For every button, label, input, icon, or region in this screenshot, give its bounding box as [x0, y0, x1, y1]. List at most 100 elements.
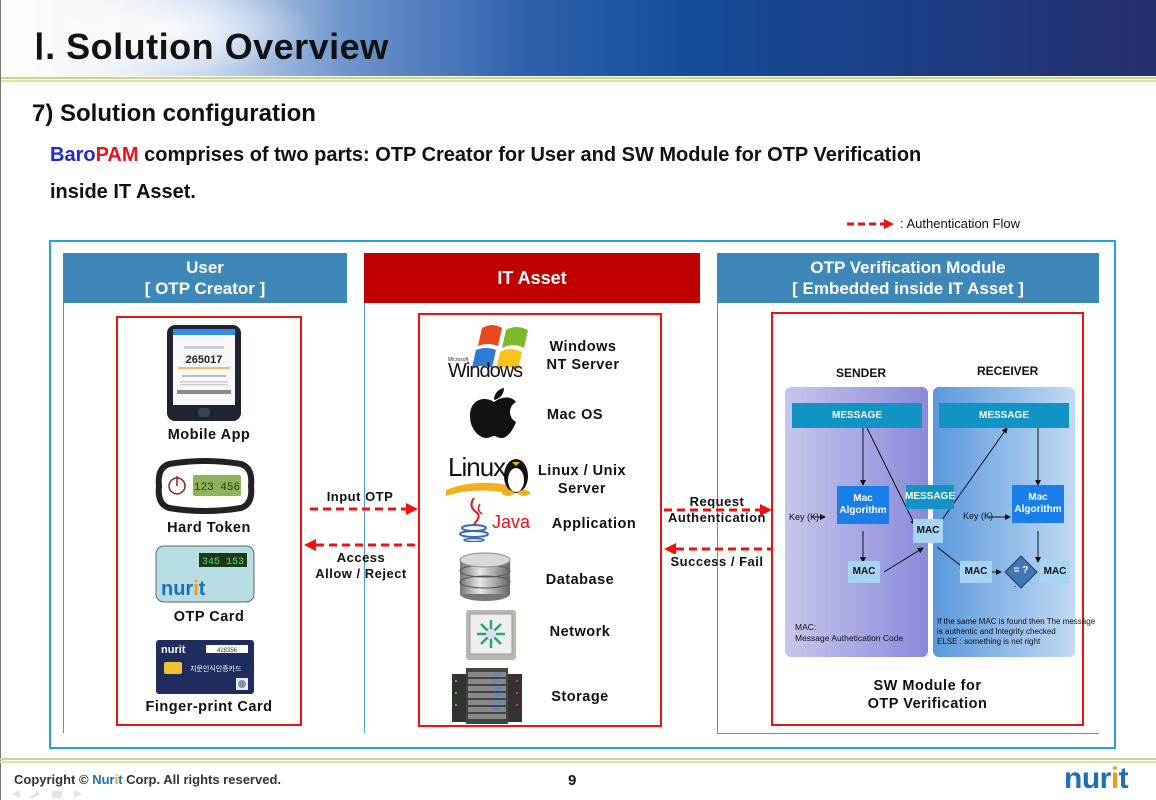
next-slide-icon: [74, 790, 82, 798]
server-rack-icon: [452, 668, 522, 724]
copyright-prefix: Copyright ©: [14, 772, 93, 787]
fingerprint-card-text: 지문인식인증카드: [190, 664, 242, 673]
otp-card-label: OTP Card: [173, 609, 245, 625]
result-line3: ELSE : something is net right: [937, 637, 1041, 646]
otp-card-icon: 345 153 nurit: [155, 545, 255, 603]
sw-module-caption-line1: SW Module for: [873, 678, 982, 694]
receiver-label: RECEIVER: [977, 364, 1039, 378]
previous-slide-icon: [12, 790, 20, 798]
application-label: Application: [551, 516, 637, 532]
storage-label: Storage: [551, 689, 609, 705]
windows-nt-server-label: Windows NT Server: [540, 338, 626, 374]
result-line1: If the same MAC is found then The messag…: [937, 617, 1096, 626]
description-text: comprises of two parts: OTP Creator for …: [138, 144, 922, 166]
receiver-mac-algorithm-line2: Algorithm: [1014, 504, 1062, 515]
it-asset-box: [418, 313, 662, 727]
diagram-frame: [49, 240, 1116, 749]
access-arrowhead: [304, 539, 316, 551]
sender-label: SENDER: [836, 366, 887, 380]
access-label-line2: Allow / Reject: [315, 566, 407, 581]
hard-token-label: Hard Token: [167, 520, 251, 536]
mobile-otp-display: 265017: [186, 354, 223, 366]
nurit-logo: nurit: [1064, 762, 1129, 796]
linux-text: Linux: [448, 452, 506, 482]
copyright-suffix: Corp. All rights reserved.: [122, 772, 281, 787]
user-column-border: [63, 303, 64, 733]
otp-module-bottom-border: [717, 733, 1099, 734]
sender-mac-box: MAC: [848, 561, 880, 583]
mobile-app-label: Mobile App: [167, 427, 251, 443]
receiver-mac-algorithm-box: Mac Algorithm: [1012, 485, 1064, 523]
it-asset-column-border: [364, 303, 365, 733]
windows-text: Windows: [448, 360, 523, 380]
copyright-brand-nur: Nur: [92, 772, 115, 787]
svg-text:nurit: nurit: [161, 578, 206, 600]
request-authentication-label: Request Authentication: [662, 494, 772, 526]
mac-note-line2: Message Authetication Code: [795, 633, 904, 643]
otp-card-display: 345 153: [202, 557, 244, 568]
otp-module-column-header: OTP Verification Module [ Embedded insid…: [717, 253, 1099, 303]
linux-logo-icon: Linux: [446, 452, 530, 496]
sw-module-caption-line2: OTP Verification: [867, 696, 988, 712]
brand-baro: Baro: [50, 144, 96, 166]
it-module-flow-arrows: [664, 504, 772, 554]
sw-module-caption: SW Module for OTP Verification: [771, 677, 1084, 713]
legend-label: : Authentication Flow: [900, 216, 1020, 231]
logo-i: i: [1110, 762, 1119, 795]
otp-module-header-line2: [ Embedded inside IT Asset ]: [792, 279, 1024, 298]
logo-t: t: [1118, 762, 1129, 795]
user-column-header: User [ OTP Creator ]: [63, 253, 347, 303]
windows-label-line2: NT Server: [546, 357, 620, 373]
receiver-computed-mac-box: MAC: [960, 561, 992, 583]
footer-divider-secondary: [0, 761, 1156, 763]
fingerprint-card-label: Finger-print Card: [145, 699, 273, 715]
user-header-line2: [ OTP Creator ]: [144, 279, 266, 298]
compare-diamond-icon: [1004, 555, 1038, 589]
footer-divider: [0, 758, 1156, 760]
user-header-line1: User: [186, 258, 224, 277]
network-switch-icon: [466, 610, 516, 660]
request-label-line1: Request: [689, 494, 745, 509]
success-fail-arrowhead: [664, 543, 676, 554]
success-fail-label: Success / Fail: [670, 554, 764, 569]
user-otp-creators-box: [116, 316, 302, 726]
mac-os-label: Mac OS: [546, 407, 604, 423]
mac-flow-arrows: [811, 427, 1041, 587]
compare-label: = ?: [1013, 565, 1029, 576]
copyright-text: Copyright © Nurit Corp. All rights reser…: [14, 772, 281, 787]
result-line2: is authentic and Integrity checked: [937, 627, 1056, 636]
description-line-2: inside IT Asset.: [50, 181, 196, 203]
apple-logo-icon: [470, 388, 516, 438]
access-allow-reject-label: Access Allow / Reject: [302, 550, 420, 582]
page-number: 9: [568, 772, 577, 789]
access-label-line1: Access: [336, 550, 386, 565]
input-otp-label: Input OTP: [326, 489, 394, 504]
pen-icon: [30, 791, 40, 799]
hard-token-display: 123 456: [194, 482, 240, 494]
fingerprint-card-number: 428356: [217, 648, 238, 654]
mac-note-line1: MAC:: [795, 622, 817, 632]
sender-mac-algorithm-line1: Mac: [853, 493, 873, 504]
header-divider: [0, 77, 1156, 79]
linux-label-line1: Linux / Unix: [537, 463, 627, 479]
it-asset-header: IT Asset: [497, 267, 567, 288]
request-label-line2: Authentication: [668, 510, 766, 525]
transmitted-mac-box: MAC: [913, 519, 943, 543]
receiver-key-label: Key (K): [963, 511, 994, 521]
section-subtitle: 7) Solution configuration: [32, 100, 316, 127]
otp-module-box: [771, 312, 1084, 726]
input-otp-arrowhead: [406, 503, 418, 515]
slide-navigation-controls[interactable]: [8, 788, 88, 800]
database-icon: [459, 552, 511, 601]
windows-label-line1: Windows: [549, 339, 617, 355]
page-title: Ⅰ. Solution Overview: [34, 26, 389, 67]
mac-definition-note: MAC: Message Authetication Code: [795, 622, 903, 644]
database-label: Database: [545, 572, 615, 588]
microsoft-text: Microsoft: [448, 357, 469, 363]
hard-token-icon: 123 456: [155, 458, 255, 514]
header-banner: [0, 0, 1156, 76]
fingerprint-card-icon: nurit 428356 지문인식인증카드: [156, 640, 254, 694]
linux-unix-server-label: Linux / Unix Server: [532, 462, 632, 498]
brand-pam: PAM: [95, 144, 139, 166]
verification-result-note: If the same MAC is found then The messag…: [937, 617, 1095, 647]
